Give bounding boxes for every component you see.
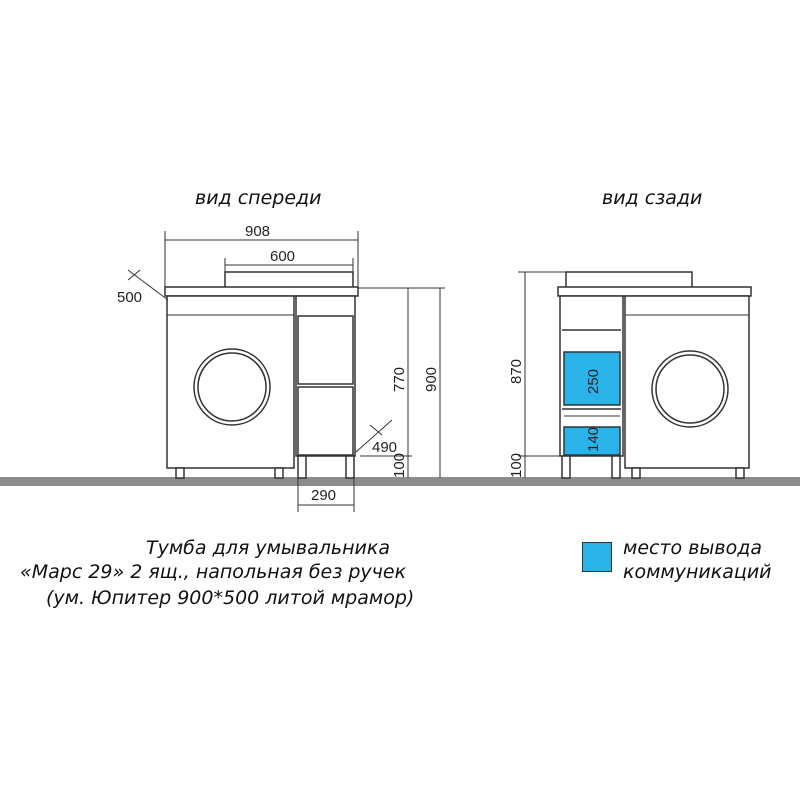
legend-swatch	[582, 542, 612, 572]
back-countertop	[557, 286, 752, 297]
communication-zone-upper	[563, 351, 621, 406]
dim-leg-height-back: 100	[508, 453, 525, 478]
caption-line-1: Тумба для умывальника	[146, 537, 390, 559]
leg	[175, 467, 185, 479]
back-cabinet-panel	[624, 295, 750, 469]
drawer-column	[295, 295, 356, 457]
upper-drawer	[297, 315, 354, 385]
countertop	[164, 286, 359, 297]
back-porthole-outer	[651, 350, 729, 428]
back-dimension-lines	[518, 271, 566, 478]
back-view-title: вид сзади	[602, 187, 702, 209]
leg	[345, 455, 355, 479]
porthole-inner	[197, 352, 267, 422]
back-porthole-inner	[655, 354, 725, 424]
back-leg	[735, 467, 745, 479]
back-leg	[561, 455, 571, 479]
floor-line	[0, 477, 800, 486]
back-leg	[611, 455, 621, 479]
legend-label-line-2: коммуникаций	[623, 561, 772, 583]
dim-drawer-depth: 490	[372, 439, 397, 456]
front-view-title: вид спереди	[195, 187, 322, 209]
dim-back-height: 870	[508, 359, 525, 384]
dim-basin-width: 600	[270, 248, 295, 265]
front-dimension-lines	[127, 231, 445, 512]
porthole-outer	[193, 348, 271, 426]
communication-zone-lower	[563, 426, 621, 456]
dim-depth: 500	[117, 289, 142, 306]
dim-height-900: 900	[423, 367, 440, 392]
dim-comm-lower: 140	[585, 427, 602, 452]
caption-line-3: (ум. Юпитер 900*500 литой мрамор)	[46, 587, 415, 609]
dim-comm-upper: 250	[585, 369, 602, 394]
lower-drawer	[297, 386, 354, 456]
dim-overall-width: 908	[245, 223, 270, 240]
dim-height-770: 770	[391, 367, 408, 392]
leg	[297, 455, 307, 479]
leg	[274, 467, 284, 479]
basin-outline	[224, 271, 354, 287]
dim-drawer-width: 290	[311, 487, 336, 504]
caption-line-2: «Марс 29» 2 ящ., напольная без ручек	[20, 561, 407, 583]
back-basin-outline	[565, 271, 693, 287]
back-leg	[631, 467, 641, 479]
front-view	[164, 271, 359, 479]
front-door-panel	[166, 295, 295, 469]
dim-leg-height-front: 100	[391, 453, 408, 478]
legend-label-line-1: место вывода	[623, 537, 763, 559]
